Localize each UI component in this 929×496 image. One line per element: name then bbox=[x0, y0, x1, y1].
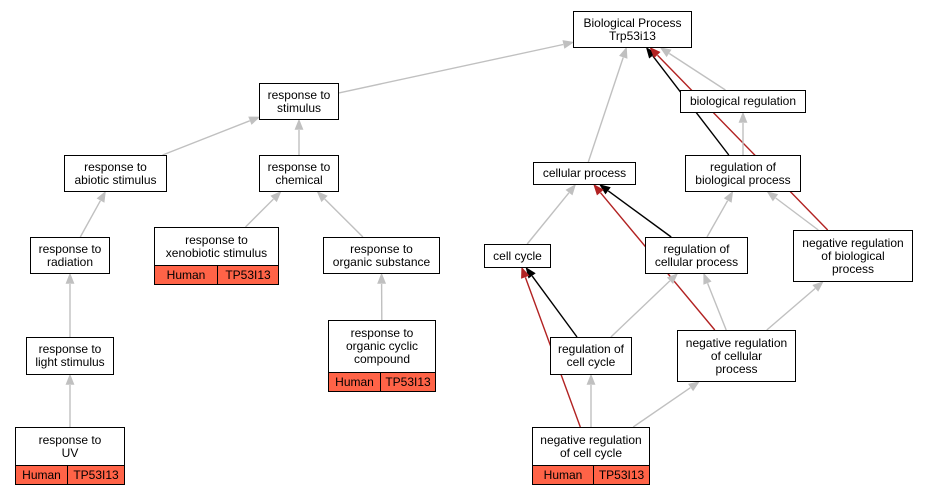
edge-cp-to-bp bbox=[587, 57, 624, 163]
node-label: response to light stimulus bbox=[35, 342, 105, 369]
organism-cell: Human bbox=[155, 266, 218, 284]
node-response-to-abiotic-stimulus[interactable]: response to abiotic stimulus bbox=[64, 155, 167, 192]
node-negative-regulation-of-cell-cycle[interactable]: negative regulation of cell cycle Human … bbox=[532, 427, 650, 485]
arrowhead-rcp-to-rbp bbox=[723, 190, 734, 203]
node-response-to-chemical[interactable]: response to chemical bbox=[259, 155, 339, 192]
gene-cell: TP53I13 bbox=[218, 266, 278, 284]
node-label: cell cycle bbox=[493, 248, 542, 263]
gene-cell: TP53I13 bbox=[381, 373, 435, 391]
node-label: Biological Process Trp53i13 bbox=[583, 15, 682, 43]
node-label: negative regulation of cellular process bbox=[685, 335, 788, 376]
node-response-to-organic-cyclic-compound[interactable]: response to organic cyclic compound Huma… bbox=[328, 320, 436, 392]
node-cellular-process[interactable]: cellular process bbox=[533, 162, 636, 185]
node-label: response to UV bbox=[38, 432, 102, 460]
annotation-row: Human TP53I13 bbox=[533, 465, 649, 484]
node-negative-regulation-of-cellular-process[interactable]: negative regulation of cellular process bbox=[677, 330, 796, 382]
node-label: regulation of cell cycle bbox=[557, 342, 625, 369]
arrowhead-nrbp-to-rbp bbox=[766, 191, 779, 202]
organism-cell: Human bbox=[533, 466, 594, 484]
organism-cell: Human bbox=[329, 373, 381, 391]
node-label: negative regulation of biological proces… bbox=[802, 235, 904, 276]
arrowhead-rxen-to-rchem bbox=[270, 191, 282, 203]
node-response-to-xenobiotic-stimulus[interactable]: response to xenobiotic stimulus Human TP… bbox=[154, 227, 279, 285]
arrowhead-rls-to-rrad bbox=[65, 272, 75, 284]
arrowhead-rchem-to-rts bbox=[294, 118, 304, 130]
node-biological-process[interactable]: Biological Process Trp53i13 bbox=[573, 11, 692, 48]
node-label: regulation of biological process bbox=[695, 159, 791, 187]
node-response-to-light-stimulus[interactable]: response to light stimulus bbox=[26, 337, 114, 375]
arrowhead-cp-to-bp bbox=[619, 46, 628, 59]
edge-rcp-to-rbp bbox=[706, 200, 729, 238]
arrowhead-nrcp-to-cp bbox=[593, 183, 604, 196]
node-biological-regulation[interactable]: biological regulation bbox=[680, 90, 806, 113]
node-cell-cycle[interactable]: cell cycle bbox=[484, 244, 551, 268]
arrowhead-ros-to-rchem bbox=[316, 191, 328, 203]
node-label: response to xenobiotic stimulus bbox=[165, 232, 268, 260]
node-label: regulation of cellular process bbox=[654, 241, 739, 269]
edge-rabs-to-rts bbox=[162, 120, 250, 156]
edge-rcc-to-rcp bbox=[610, 280, 671, 338]
node-label: cellular process bbox=[542, 166, 627, 180]
node-label: response to abiotic stimulus bbox=[74, 159, 157, 187]
annotation-row: Human TP53I13 bbox=[329, 372, 435, 391]
arrowhead-nrcp-to-rcp bbox=[703, 272, 712, 285]
edge-nrbp-to-rbp bbox=[775, 197, 819, 231]
edge-rcp-to-cp bbox=[607, 190, 672, 238]
arrowhead-rbp-to-bp bbox=[645, 46, 657, 59]
node-label: negative regulation of cell cycle bbox=[540, 432, 642, 460]
node-label: response to chemical bbox=[267, 159, 331, 187]
edge-nrcc-to-nrcp bbox=[632, 387, 691, 428]
node-response-to-organic-substance[interactable]: response to organic substance bbox=[323, 237, 440, 274]
arrowhead-nrcc-to-cc bbox=[521, 266, 530, 279]
edge-cc-to-cp bbox=[526, 192, 570, 245]
arrowhead-ruv-to-rls bbox=[65, 373, 75, 385]
edge-rts-to-bp bbox=[338, 43, 564, 94]
node-regulation-of-cell-cycle[interactable]: regulation of cell cycle bbox=[550, 337, 632, 375]
node-label: response to stimulus bbox=[267, 87, 331, 115]
edge-ros-to-rchem bbox=[324, 198, 364, 238]
arrowhead-cc-to-cp bbox=[565, 183, 577, 196]
arrowhead-rts-to-bp bbox=[562, 40, 575, 49]
edge-nrcp-to-nrbp bbox=[766, 287, 816, 331]
arrowhead-roc-to-ros bbox=[377, 272, 387, 284]
node-label: response to radiation bbox=[38, 241, 102, 269]
edge-rxen-to-rchem bbox=[245, 198, 274, 228]
edge-rrad-to-rabs bbox=[79, 200, 102, 238]
arrowhead-nrcp-to-nrbp bbox=[812, 281, 824, 292]
annotation-row: Human TP53I13 bbox=[155, 265, 278, 284]
node-response-to-radiation[interactable]: response to radiation bbox=[30, 237, 110, 274]
node-regulation-of-biological-process[interactable]: regulation of biological process bbox=[685, 155, 801, 192]
arrowhead-nrcc-to-rcc bbox=[586, 373, 596, 385]
node-label: response to organic cyclic compound bbox=[345, 326, 419, 366]
node-response-to-uv[interactable]: response to UV Human TP53I13 bbox=[15, 427, 125, 485]
node-label: response to organic substance bbox=[332, 241, 431, 269]
arrowhead-rabs-to-rts bbox=[248, 116, 261, 125]
edge-nrcp-to-rcp bbox=[706, 283, 727, 331]
arrowhead-nrcc-to-nrcp bbox=[688, 381, 700, 392]
gene-cell: TP53I13 bbox=[594, 466, 649, 484]
arrowhead-breg-to-bp bbox=[659, 47, 672, 58]
arrowhead-rrad-to-rabs bbox=[96, 190, 106, 203]
arrowhead-rcc-to-rcp bbox=[666, 273, 679, 284]
edge-rcc-to-cc bbox=[531, 275, 578, 338]
edge-breg-to-bp bbox=[668, 52, 726, 91]
node-label: biological regulation bbox=[689, 94, 797, 108]
arrowhead-nrbp-to-bp bbox=[649, 47, 661, 59]
annotation-row: Human TP53I13 bbox=[16, 465, 124, 484]
arrowhead-rbp-to-breg bbox=[738, 111, 748, 123]
organism-cell: Human bbox=[16, 466, 68, 484]
gene-cell: TP53I13 bbox=[68, 466, 124, 484]
node-response-to-stimulus[interactable]: response to stimulus bbox=[259, 83, 339, 120]
node-negative-regulation-of-biological-process[interactable]: negative regulation of biological proces… bbox=[793, 230, 913, 282]
node-regulation-of-cellular-process[interactable]: regulation of cellular process bbox=[645, 237, 748, 274]
